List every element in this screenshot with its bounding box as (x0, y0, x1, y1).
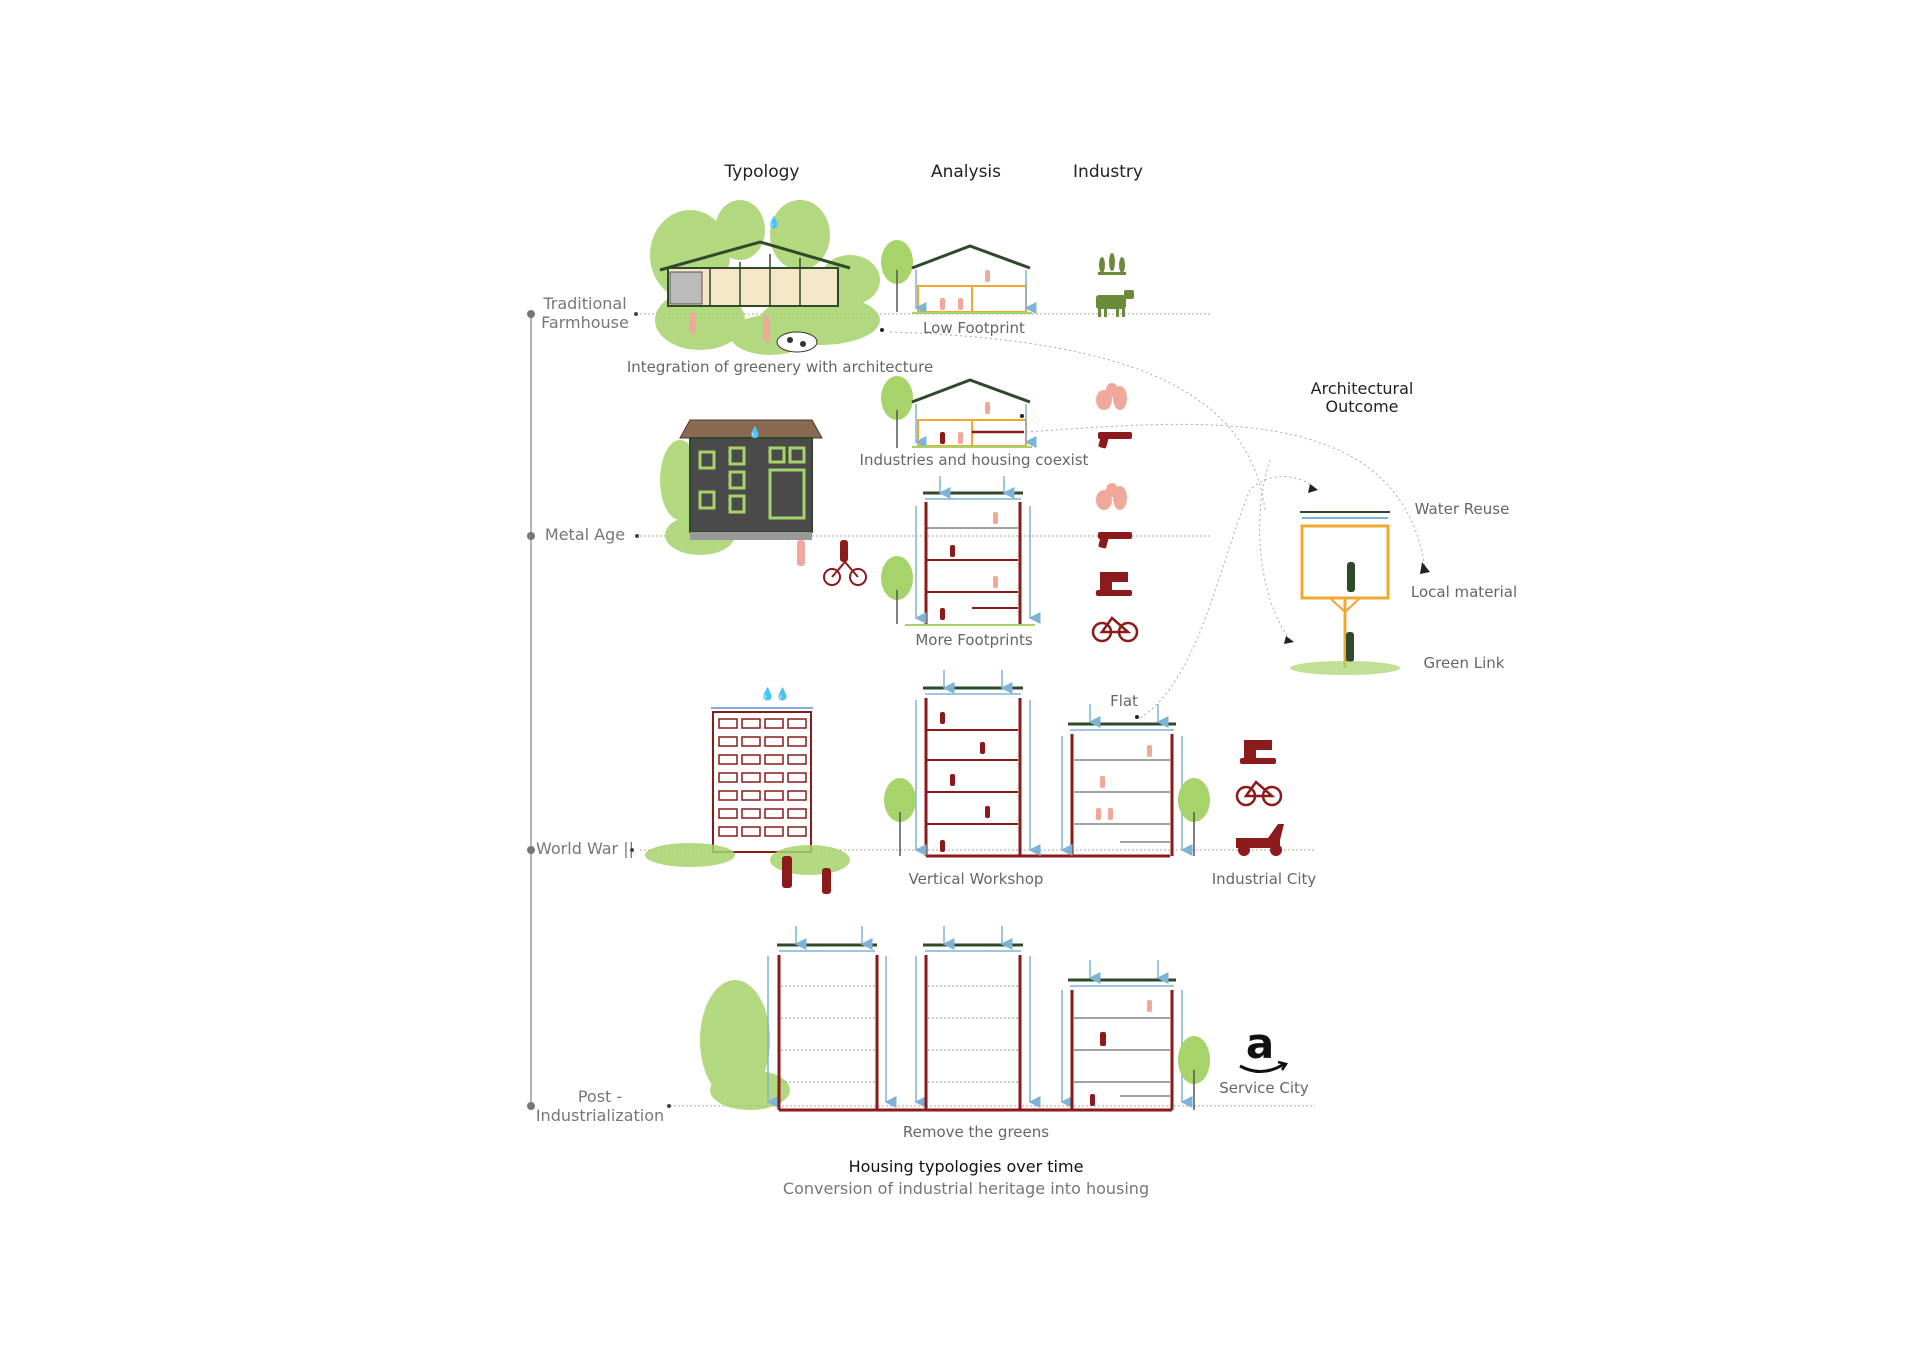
building-window (741, 826, 761, 837)
building-window (764, 736, 784, 747)
timeline-dot (527, 846, 535, 854)
caption-greenery: Integration of greenery with architectur… (627, 358, 933, 376)
analysis-vertical-workshop (884, 670, 1170, 858)
caption-low-footprint: Low Footprint (923, 319, 1025, 337)
caption-more-footprints: More Footprints (915, 631, 1033, 649)
svg-text:a: a (1246, 1019, 1274, 1068)
header-typology: Typology (724, 162, 800, 182)
building-window (718, 808, 738, 819)
building-window (787, 790, 807, 801)
building-window (764, 718, 784, 729)
outcome-title-line1: Architectural (1311, 379, 1414, 398)
building-window (741, 736, 761, 747)
pistol-icon-2 (1098, 532, 1132, 549)
amazon-logo: a (1239, 1019, 1289, 1073)
building-window (764, 772, 784, 783)
caption-flat: Flat (1110, 692, 1138, 710)
building-window (787, 772, 807, 783)
bicycle-icon-2 (1235, 780, 1283, 807)
outcome-title-line2: Outcome (1325, 397, 1398, 416)
building-window (718, 772, 738, 783)
ground-dots (630, 312, 671, 1108)
header-industry: Industry (1073, 162, 1143, 182)
pottery-icon-2 (1096, 483, 1127, 510)
bicycle-icon (1091, 616, 1139, 643)
analysis-farmhouse (881, 240, 1037, 314)
building-window (787, 808, 807, 819)
building-window (718, 790, 738, 801)
caption-coexist: Industries and housing coexist (860, 451, 1089, 469)
pistol-icon (1098, 432, 1132, 449)
building-window (764, 808, 784, 819)
outcome-building (1290, 511, 1400, 675)
building-window (764, 790, 784, 801)
era-post-line1: Post - (578, 1087, 622, 1106)
era-world-war: World War || (536, 839, 634, 858)
timeline-dot (527, 310, 535, 318)
building-window (741, 772, 761, 783)
connector-arrowheads (1284, 484, 1430, 644)
caption-service-city: Service City (1219, 1079, 1309, 1097)
farmhouse-illustration: 💧 (650, 200, 884, 355)
caption-industrial-city: Industrial City (1212, 870, 1317, 888)
outcome-connectors (889, 331, 1426, 719)
analysis-remove-greens (766, 926, 1210, 1112)
wheat-icon (1098, 253, 1126, 275)
sewing-machine-icon-2 (1240, 740, 1276, 764)
analysis-more-footprints (881, 476, 1041, 626)
svg-text:💧: 💧 (748, 426, 762, 439)
rain-icon: 💧 (767, 216, 781, 229)
building-window (764, 826, 784, 837)
outcome-green-link: Green Link (1424, 654, 1505, 672)
metal-age-building: 💧 (660, 419, 823, 555)
era-farmhouse-line2: Farmhouse (541, 313, 629, 332)
cow-figure (776, 331, 818, 353)
timeline (527, 310, 535, 1110)
post-industrial-greenery (700, 980, 790, 1110)
era-metal-age: Metal Age (545, 525, 625, 544)
sewing-machine-icon (1096, 572, 1132, 596)
building-window (787, 736, 807, 747)
pottery-icon (1096, 383, 1127, 410)
era-post-line2: Industrialization (536, 1106, 664, 1125)
building-window (741, 754, 761, 765)
timeline-dot (527, 1102, 535, 1110)
outcome-local-material: Local material (1411, 583, 1517, 601)
world-war-building: 💧💧 (645, 687, 850, 894)
building-window (787, 754, 807, 765)
building-window (741, 718, 761, 729)
analysis-coexist (881, 376, 1037, 448)
caption-vertical-workshop: Vertical Workshop (909, 870, 1044, 888)
building-window (718, 718, 738, 729)
building-window (718, 736, 738, 747)
timeline-dot (527, 532, 535, 540)
building-window (741, 790, 761, 801)
caption-remove-greens: Remove the greens (903, 1123, 1049, 1141)
era-farmhouse-line1: Traditional (542, 294, 626, 313)
cow-icon (1096, 290, 1134, 317)
analysis-flat (1060, 704, 1210, 856)
svg-text:💧💧: 💧💧 (760, 687, 790, 701)
building-window (741, 808, 761, 819)
building-window (764, 754, 784, 765)
building-window (787, 826, 807, 837)
building-window (787, 718, 807, 729)
footer-title: Housing typologies over time (849, 1157, 1084, 1176)
outcome-water-reuse: Water Reuse (1415, 500, 1510, 518)
footer-subtitle: Conversion of industrial heritage into h… (783, 1179, 1149, 1198)
header-analysis: Analysis (931, 162, 1001, 182)
building-window (718, 754, 738, 765)
people-bicycle (797, 540, 867, 586)
scooter-icon (1236, 824, 1284, 856)
building-window (718, 826, 738, 837)
